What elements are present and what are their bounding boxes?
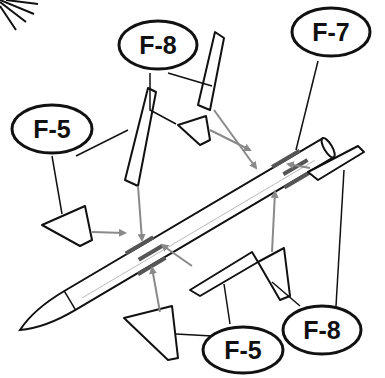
oval-border	[203, 327, 283, 373]
callout-label: F-8	[139, 33, 177, 58]
callout-oval: F-8	[117, 19, 199, 71]
callout-label: F-8	[303, 318, 341, 343]
callout-label: F-7	[312, 20, 350, 45]
callout-label: F-5	[224, 338, 262, 363]
callout-oval: F-8	[281, 304, 363, 356]
oval-border	[119, 21, 197, 69]
oval-border	[283, 306, 361, 354]
insertion-arrows	[92, 110, 310, 312]
fin-shapes	[42, 32, 364, 360]
missile-body	[13, 134, 339, 342]
callout-label: F-5	[33, 117, 71, 142]
oval-border	[12, 105, 92, 153]
sunburst-icon	[0, 0, 38, 30]
callout-oval: F-5	[10, 103, 94, 155]
oval-border	[292, 8, 370, 56]
callout-oval: F-7	[290, 6, 372, 58]
leader-lines	[52, 61, 344, 336]
callout-oval: F-5	[201, 325, 285, 375]
